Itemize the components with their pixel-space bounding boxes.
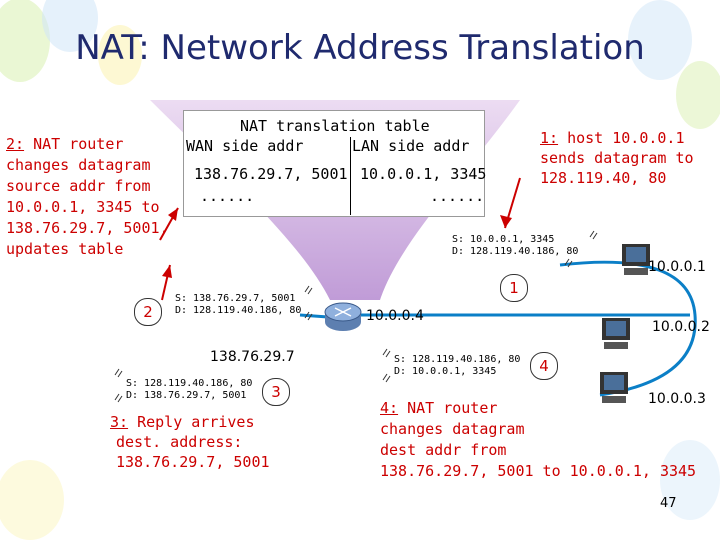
- computer-icon: [602, 318, 630, 349]
- step-text: dest addr from: [380, 441, 507, 459]
- packet-source: S: 10.0.0.1, 3345: [452, 234, 555, 245]
- step-number: 2:: [6, 135, 25, 153]
- step-text: host 10.0.0.1: [567, 129, 685, 147]
- host-1-address: 10.0.0.1: [648, 259, 706, 275]
- host-3-address: 10.0.0.3: [648, 391, 706, 407]
- step-text: 138.76.29.7, 5001: [116, 453, 270, 471]
- step-text: 128.119.40, 80: [540, 169, 667, 187]
- table-caption: NAT translation table: [240, 117, 430, 135]
- step-marker-2: 2: [134, 298, 162, 326]
- packet-label: S: 138.76.29.7, 5001 D: 128.119.40.186, …: [175, 293, 301, 317]
- packet-dest: D: 128.119.40.186, 80: [175, 305, 302, 316]
- step-number: 3:: [110, 413, 129, 431]
- step-marker-3: 3: [262, 378, 290, 406]
- page-number: 47: [660, 496, 677, 511]
- step-text: source addr from: [6, 177, 151, 195]
- step-text: 138.76.29.7, 5001 to 10.0.0.1, 3345: [380, 462, 697, 480]
- packet-source: S: 138.76.29.7, 5001: [175, 293, 296, 304]
- packet-label: S: 128.119.40.186, 80 D: 10.0.0.1, 3345: [394, 354, 520, 378]
- step-text: changes datagram: [6, 156, 151, 174]
- step-4-note: 4: NAT router changes datagram dest addr…: [380, 398, 696, 482]
- step-number: 4:: [380, 399, 399, 417]
- step-text: 138.76.29.7, 5001,: [6, 219, 169, 237]
- computer-icon: [622, 244, 650, 275]
- table-header-wan: WAN side addr: [186, 137, 304, 155]
- table-cell: 10.0.0.1, 3345: [360, 165, 487, 183]
- router-icon: [324, 302, 362, 331]
- step-text: 10.0.0.1, 3345 to: [6, 198, 160, 216]
- packet-dest: D: 10.0.0.1, 3345: [394, 366, 497, 377]
- step-number: 1:: [540, 129, 559, 147]
- step-text: updates table: [6, 240, 124, 258]
- page-title: NAT: Network Address Translation: [75, 28, 645, 68]
- nat-translation-table: NAT translation table WAN side addr LAN …: [183, 110, 487, 217]
- step-text: Reply arrives: [137, 413, 255, 431]
- table-cell: ......: [200, 187, 255, 205]
- packet-dest: D: 128.119.40.186, 80: [452, 246, 579, 257]
- packet-source: S: 128.119.40.186, 80: [126, 378, 253, 389]
- packet-label: S: 10.0.0.1, 3345 D: 128.119.40.186, 80: [452, 234, 578, 258]
- step-1-note: 1: host 10.0.0.1 sends datagram to 128.1…: [540, 128, 694, 188]
- packet-source: S: 128.119.40.186, 80: [394, 354, 521, 365]
- step-2-note: 2: NAT router changes datagram source ad…: [6, 134, 169, 260]
- step-marker-4: 4: [530, 352, 558, 380]
- step-text: changes datagram: [380, 420, 525, 438]
- step-3-note: 3: Reply arrives dest. address: 138.76.2…: [110, 412, 270, 472]
- router-lan-address: 10.0.0.4: [366, 308, 424, 324]
- step-text: NAT router: [33, 135, 124, 153]
- step-text: dest. address:: [116, 433, 243, 451]
- table-header-lan: LAN side addr: [352, 137, 470, 155]
- host-2-address: 10.0.0.2: [652, 319, 710, 335]
- packet-dest: D: 138.76.29.7, 5001: [126, 390, 247, 401]
- step-text: sends datagram to: [540, 149, 694, 167]
- computer-icon: [600, 372, 628, 403]
- step-text: NAT router: [407, 399, 498, 417]
- table-column-divider: [350, 137, 351, 215]
- table-cell: ......: [430, 187, 485, 205]
- router-wan-address: 138.76.29.7: [210, 349, 295, 365]
- table-cell: 138.76.29.7, 5001: [194, 165, 348, 183]
- packet-label: S: 128.119.40.186, 80 D: 138.76.29.7, 50…: [126, 378, 252, 402]
- step-marker-1: 1: [500, 274, 528, 302]
